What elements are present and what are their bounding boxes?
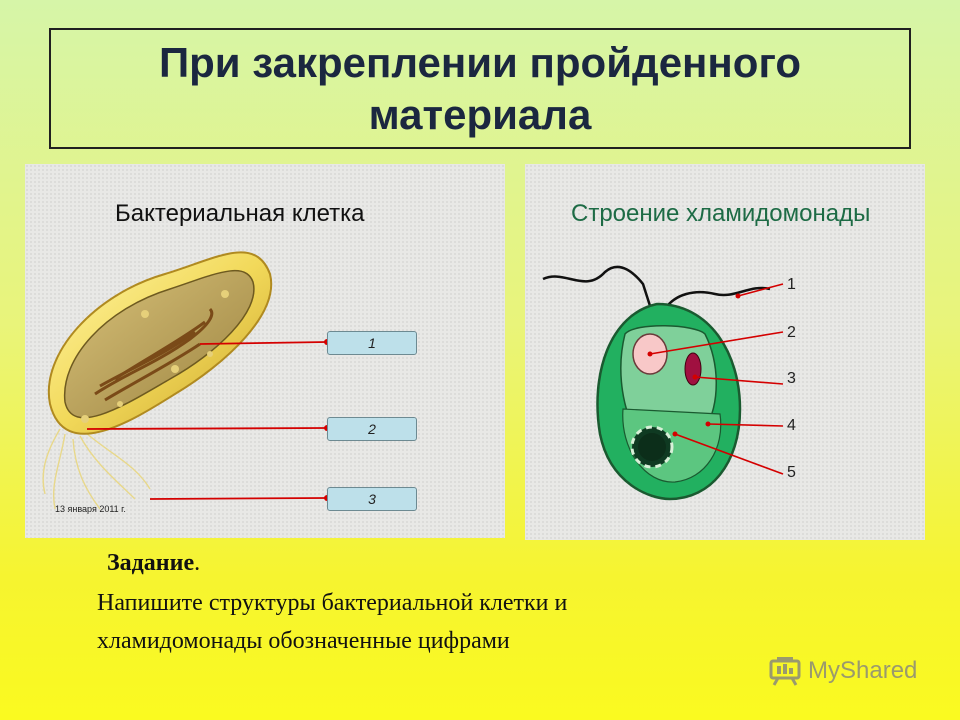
presentation-icon xyxy=(769,657,801,686)
ribosomes xyxy=(81,290,229,423)
nucleoid xyxy=(94,307,214,402)
bacteria-illustration xyxy=(42,251,330,510)
task-heading-word: Задание xyxy=(107,550,195,576)
bacteria-panel: Бактериальная клетка 1 2 3 13 января 201… xyxy=(25,164,505,538)
chlamydomonas-number-2: 2 xyxy=(787,324,796,341)
date-stamp: 13 января 2011 г. xyxy=(55,504,126,514)
eyespot xyxy=(684,352,702,386)
task-heading: Задание. xyxy=(107,550,200,577)
slide-title-line1: При закреплении пройденного xyxy=(158,38,802,86)
chlamydomonas-flagella xyxy=(542,265,771,310)
task-text-line2: хламидомонады обозначенные цифрами xyxy=(97,628,510,654)
bacteria-panel-title: Бактериальная клетка xyxy=(115,200,365,227)
bacteria-label-1: 1 xyxy=(327,331,417,355)
bacteria-label-2: 2 xyxy=(327,417,417,441)
chlamydomonas-number-4: 4 xyxy=(787,417,796,434)
watermark-text: MyShared xyxy=(808,657,918,684)
chlamydomonas-number-5: 5 xyxy=(787,464,796,481)
watermark: MyShared xyxy=(768,656,917,686)
chlamydomonas-number-3: 3 xyxy=(787,370,796,387)
chlamydomonas-number-1: 1 xyxy=(787,276,796,293)
bacteria-pointer-lines xyxy=(86,341,328,500)
chlamydomonas-pointer-lines xyxy=(649,283,784,475)
chlamydomonas-panel-title: Строение хламидомонады xyxy=(571,200,871,227)
slide-title-box: При закреплении пройденного материала xyxy=(49,28,911,149)
bacteria-label-3: 3 xyxy=(327,487,417,511)
flagella xyxy=(42,428,151,510)
slide-title-line2: материала xyxy=(368,90,592,138)
chlamydomonas-illustration xyxy=(542,265,784,501)
task-heading-period: . xyxy=(194,550,201,576)
chlamydomonas-panel: Строение хламидомонады 1 2 3 4 5 xyxy=(525,164,925,540)
task-text-line1: Напишите структуры бактериальной клетки … xyxy=(97,590,568,616)
